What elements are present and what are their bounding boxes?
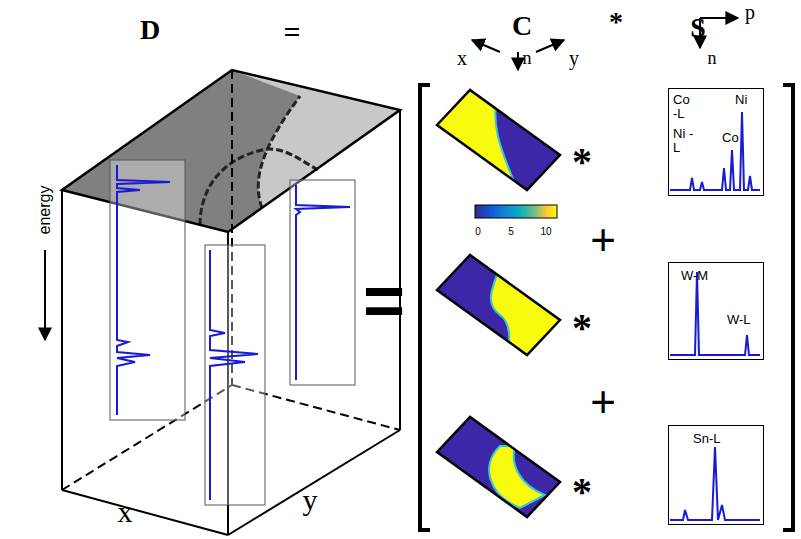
peak-label: Co	[722, 131, 739, 145]
data-symbol: D	[140, 16, 160, 44]
peak-label: W-L	[727, 313, 751, 327]
operator-symbol: +	[590, 218, 616, 262]
axis-label: n	[523, 49, 532, 67]
colorbar-tick: 10	[540, 227, 551, 237]
data-symbol: S	[690, 14, 706, 42]
equals-sign: =	[283, 17, 300, 47]
peak-label: Co -L	[673, 93, 695, 122]
operator-symbol: *	[572, 472, 592, 512]
peak-label: W-M	[681, 269, 708, 283]
spectrum-panel: W-M W-L	[668, 262, 764, 360]
axis-label: p	[745, 2, 755, 22]
data-symbol: C	[512, 12, 532, 40]
colorbar-tick: 5	[508, 227, 514, 237]
spectrum-panel: Sn-L	[668, 425, 764, 525]
operator-symbol: *	[572, 142, 592, 182]
operator-symbol: *	[609, 8, 623, 36]
operator-symbol: *	[572, 308, 592, 348]
peak-label: Ni	[735, 93, 747, 107]
colorbar-tick: 0	[475, 227, 481, 237]
peak-label: Ni -L	[673, 127, 695, 156]
axis-label: y	[303, 485, 318, 515]
equals-sign: =	[363, 264, 405, 336]
axis-label: x	[118, 497, 133, 527]
spectrum-panel: Co -L Ni -L NiCo	[668, 88, 764, 196]
axis-label: x	[457, 48, 467, 68]
axis-label: energy	[37, 186, 53, 235]
operator-symbol: +	[590, 380, 616, 424]
peak-label: Sn-L	[693, 432, 720, 446]
axis-label: y	[569, 48, 579, 68]
axis-label: n	[708, 49, 717, 67]
